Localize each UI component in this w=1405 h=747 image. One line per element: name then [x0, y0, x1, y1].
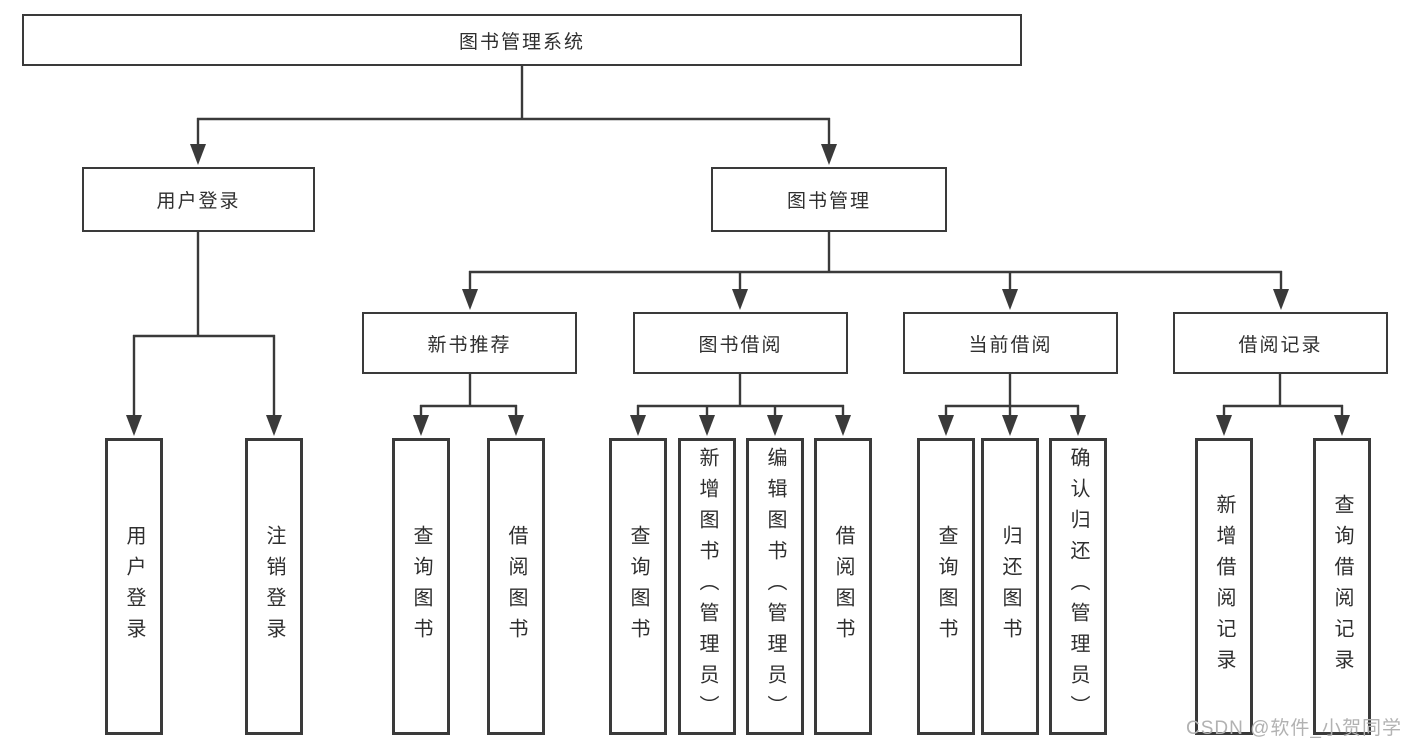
leaf-borrow-query-books-label: 查询图书	[627, 524, 649, 649]
node-root-label: 图书管理系统	[458, 31, 585, 53]
leaf-records-add-record-label: 新增借阅记录	[1213, 493, 1235, 680]
leaf-current-query-books: 查询图书	[917, 438, 975, 735]
node-book-borrowing-label: 图书借阅	[698, 334, 783, 356]
node-current-borrowing-label: 当前借阅	[968, 334, 1053, 356]
leaf-borrow-add-books-admin: 新增图书（管理员）	[678, 438, 736, 735]
leaf-logout: 注销登录	[245, 438, 303, 735]
node-root: 图书管理系统	[22, 14, 1022, 66]
leaf-current-return-books-label: 归还图书	[999, 524, 1021, 649]
node-new-book-recommend: 新书推荐	[362, 312, 577, 374]
leaf-newbooks-borrow-books: 借阅图书	[487, 438, 545, 735]
leaf-user-login-label: 用户登录	[123, 524, 145, 649]
arrowhead-icons	[126, 144, 1350, 436]
leaf-records-query-record: 查询借阅记录	[1313, 438, 1371, 735]
node-new-book-recommend-label: 新书推荐	[427, 334, 512, 356]
leaf-borrow-borrow-books: 借阅图书	[814, 438, 872, 735]
leaf-borrow-query-books: 查询图书	[609, 438, 667, 735]
node-book-management: 图书管理	[711, 167, 947, 232]
node-borrowing-records-label: 借阅记录	[1238, 334, 1323, 356]
node-user-login-label: 用户登录	[156, 191, 241, 212]
node-book-borrowing: 图书借阅	[633, 312, 848, 374]
watermark: CSDN @软件_小贺同学	[1186, 718, 1402, 739]
node-book-management-label: 图书管理	[786, 191, 871, 212]
leaf-logout-label: 注销登录	[263, 524, 285, 649]
node-current-borrowing: 当前借阅	[903, 312, 1118, 374]
leaf-newbooks-query-books: 查询图书	[392, 438, 450, 735]
node-borrowing-records: 借阅记录	[1173, 312, 1388, 374]
leaf-user-login: 用户登录	[105, 438, 163, 735]
node-user-login: 用户登录	[82, 167, 315, 232]
leaf-borrow-edit-books-admin-label: 编辑图书（管理员）	[764, 447, 786, 726]
leaf-newbooks-query-books-label: 查询图书	[410, 524, 432, 649]
leaf-current-query-books-label: 查询图书	[935, 524, 957, 649]
leaf-newbooks-borrow-books-label: 借阅图书	[505, 524, 527, 649]
leaf-current-return-books: 归还图书	[981, 438, 1039, 735]
leaf-current-confirm-return-admin-label: 确认归还（管理员）	[1067, 447, 1089, 726]
leaf-current-confirm-return-admin: 确认归还（管理员）	[1049, 438, 1107, 735]
leaf-borrow-edit-books-admin: 编辑图书（管理员）	[746, 438, 804, 735]
leaf-records-query-record-label: 查询借阅记录	[1331, 493, 1353, 680]
leaf-borrow-add-books-admin-label: 新增图书（管理员）	[696, 447, 718, 726]
leaf-borrow-borrow-books-label: 借阅图书	[832, 524, 854, 649]
leaf-records-add-record: 新增借阅记录	[1195, 438, 1253, 735]
